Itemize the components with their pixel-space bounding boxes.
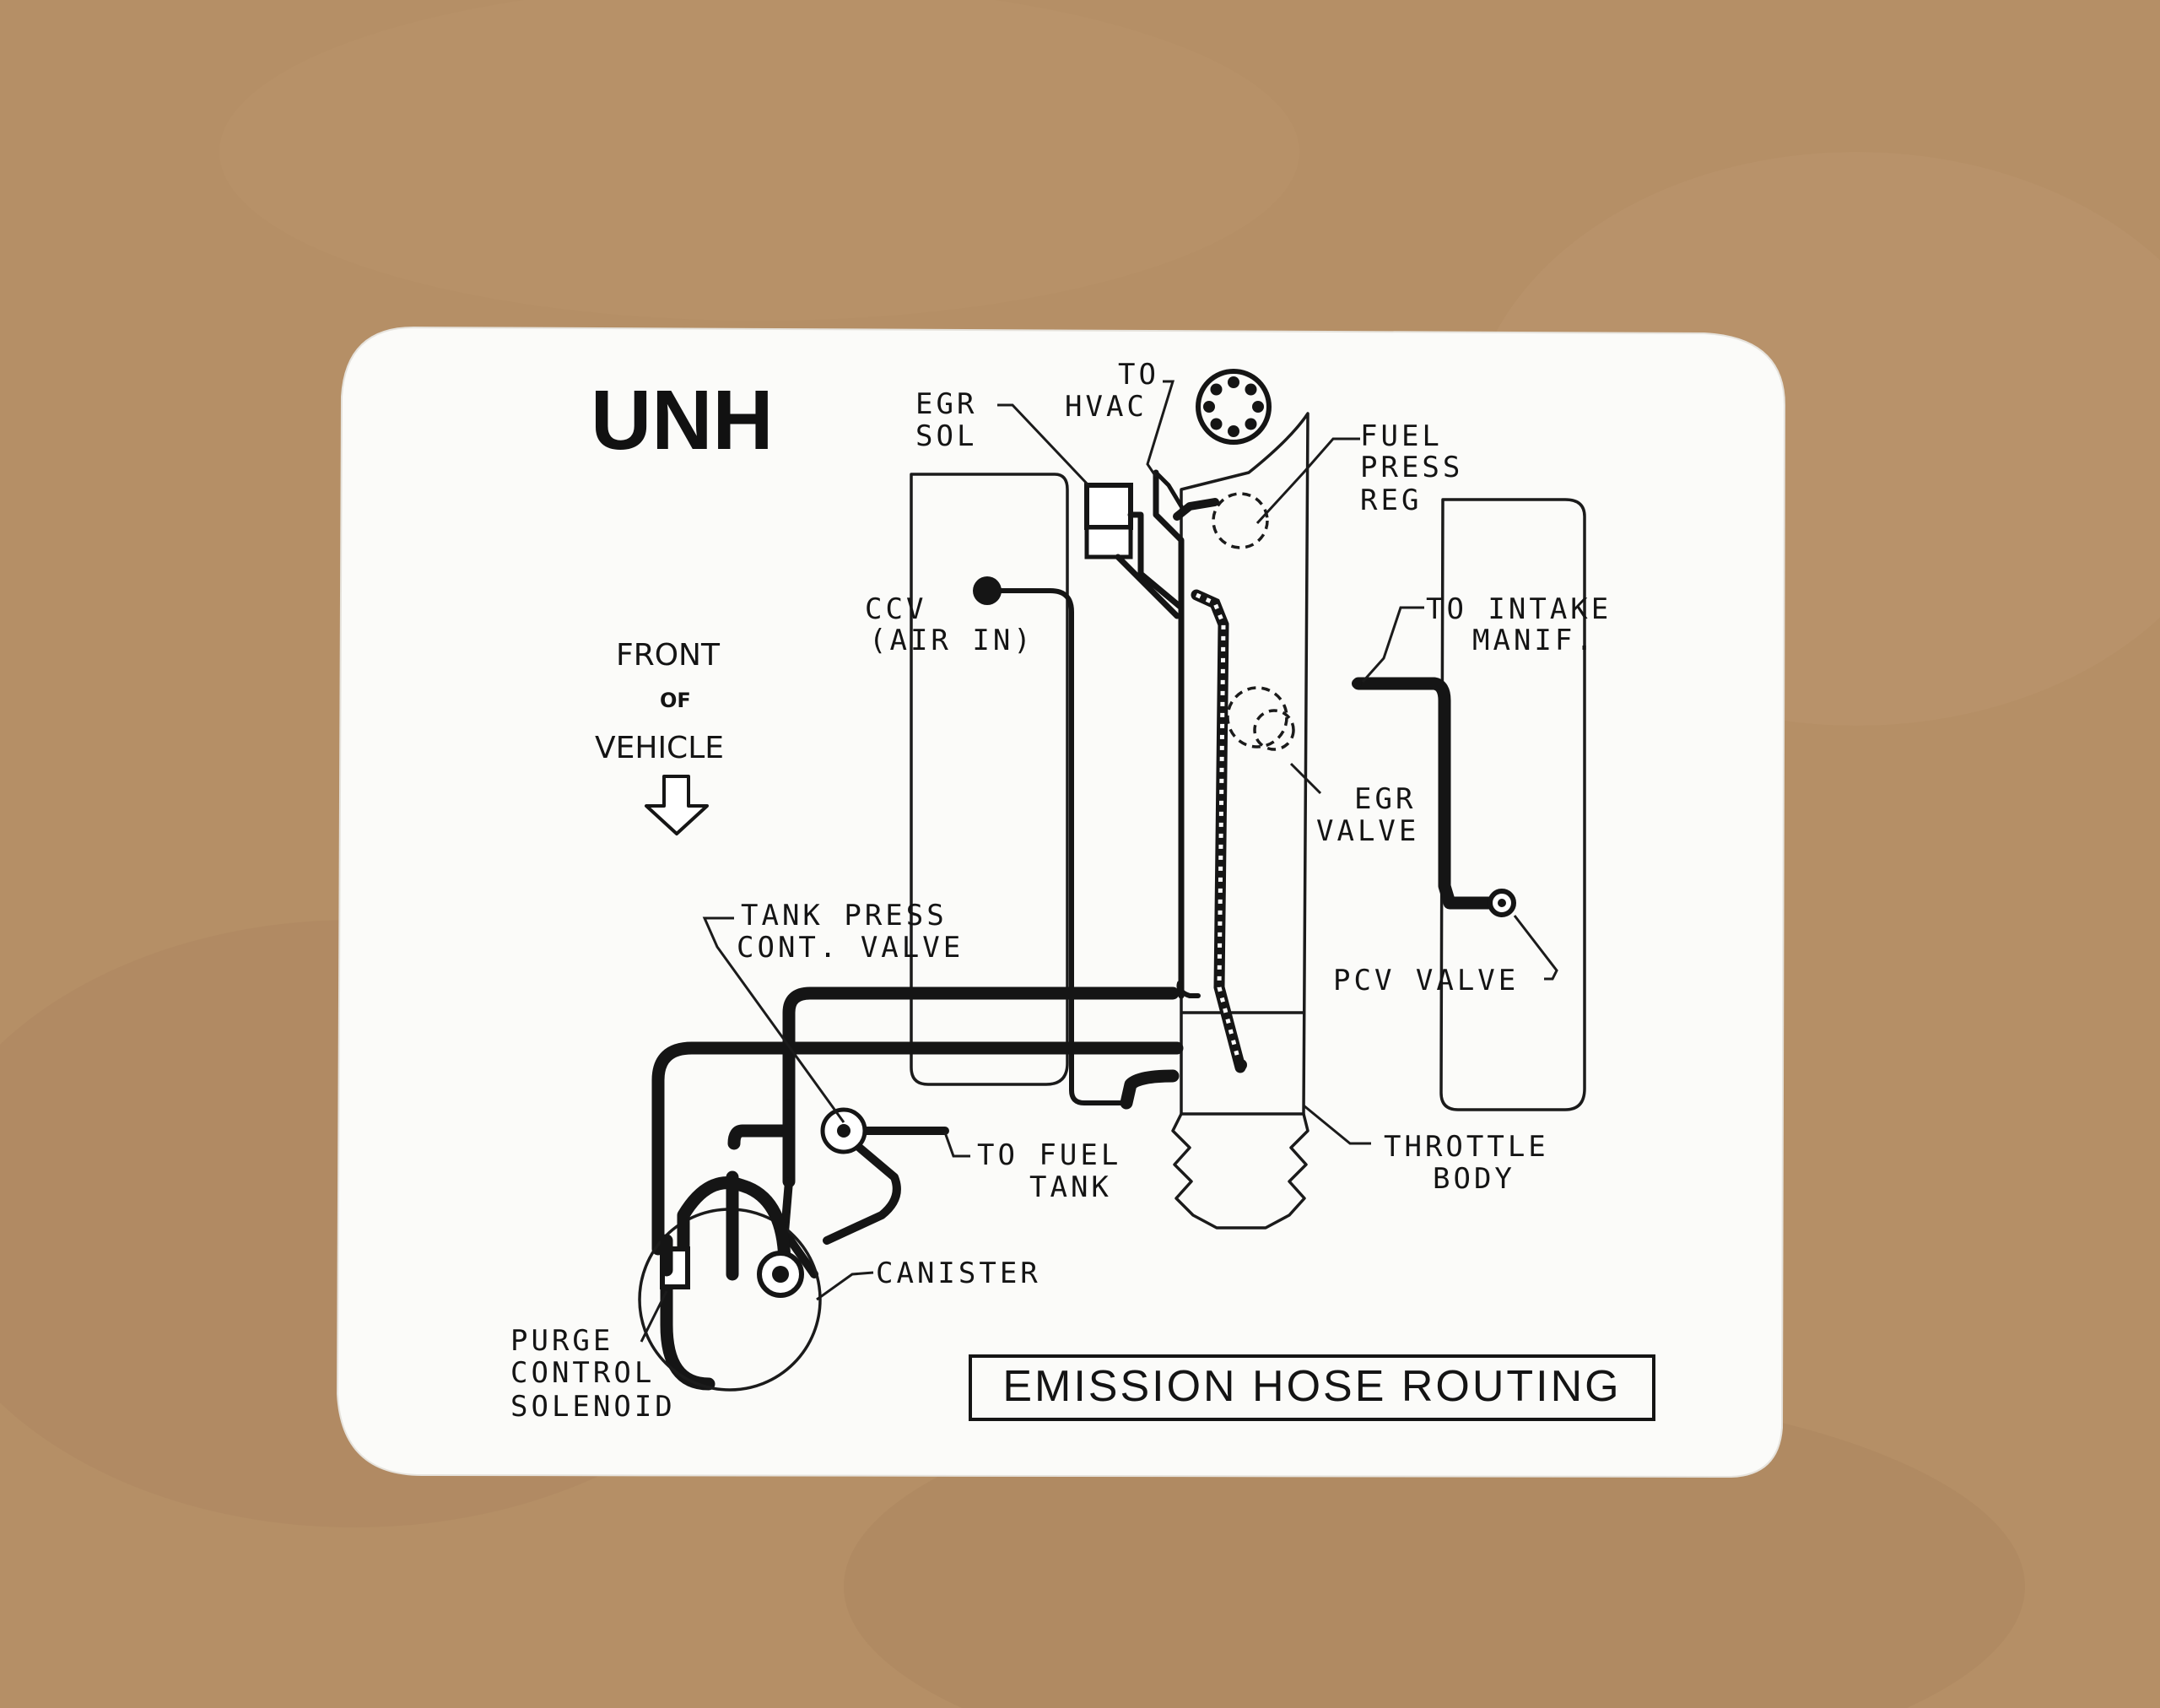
front-label-1: FRONT <box>616 638 721 673</box>
to-intake-label-1: TO INTAKE <box>1426 592 1612 626</box>
left-air-duct-outline <box>910 473 1069 1086</box>
fuel-press-reg-dashed <box>1212 492 1269 549</box>
tank-press-label-2: CONT. VALVE <box>737 931 964 965</box>
pcv-hose <box>1352 677 1500 910</box>
purge-label-3: SOLENOID <box>510 1390 676 1424</box>
to-fuel-tank-label-2: TANK <box>1029 1170 1112 1204</box>
front-label-3: VEHICLE <box>595 731 724 765</box>
egr-valve-label-1: EGR <box>1354 782 1416 816</box>
throttle-body-label-1: THROTTLE <box>1384 1130 1549 1164</box>
front-label-2: OF <box>660 689 691 712</box>
tank-press-label-1: TANK PRESS <box>741 899 948 932</box>
egr-sol-label-1: EGR <box>915 387 977 421</box>
fuel-press-reg-label-1: FUEL <box>1360 419 1443 453</box>
throttle-body-outline <box>1180 412 1310 1116</box>
egr-sol-label-2: SOL <box>915 419 977 453</box>
upper-vent-hose <box>782 986 1180 1112</box>
fuel-press-reg-label-2: PRESS <box>1360 451 1463 484</box>
to-fuel-tank-label-1: TO FUEL <box>977 1138 1121 1172</box>
throttle-bellows <box>1171 1113 1310 1230</box>
egr-solenoid-block <box>1084 483 1133 530</box>
purge-label-1: PURGE <box>510 1324 613 1358</box>
pcv-valve-label: PCV VALVE <box>1333 964 1519 997</box>
distributor-cap <box>1196 369 1272 445</box>
canister-label: CANISTER <box>876 1257 1041 1290</box>
fuel-press-reg-label-3: REG <box>1360 484 1422 517</box>
front-arrow-icon <box>645 775 709 835</box>
title-text: EMISSION HOSE ROUTING <box>1002 1362 1621 1411</box>
throttle-body-label-2: BODY <box>1433 1162 1515 1196</box>
to-intake-label-2: MANIF. <box>1472 624 1596 657</box>
ccv-label-2: (AIR IN) <box>869 624 1034 657</box>
to-hvac-label-1: TO <box>1118 358 1159 392</box>
purge-label-2: CONTROL <box>510 1356 655 1390</box>
egr-valve-label-2: VALVE <box>1316 814 1419 848</box>
ccv-label-1: CCV <box>865 592 926 626</box>
ccv-air-tube <box>985 588 1129 1105</box>
model-code: UNH <box>591 373 774 468</box>
to-hvac-label-2: HVAC <box>1065 390 1148 424</box>
title-box <box>969 1354 1655 1421</box>
main-vent-hose <box>651 1041 1184 1256</box>
right-air-duct-outline <box>1439 498 1586 1111</box>
